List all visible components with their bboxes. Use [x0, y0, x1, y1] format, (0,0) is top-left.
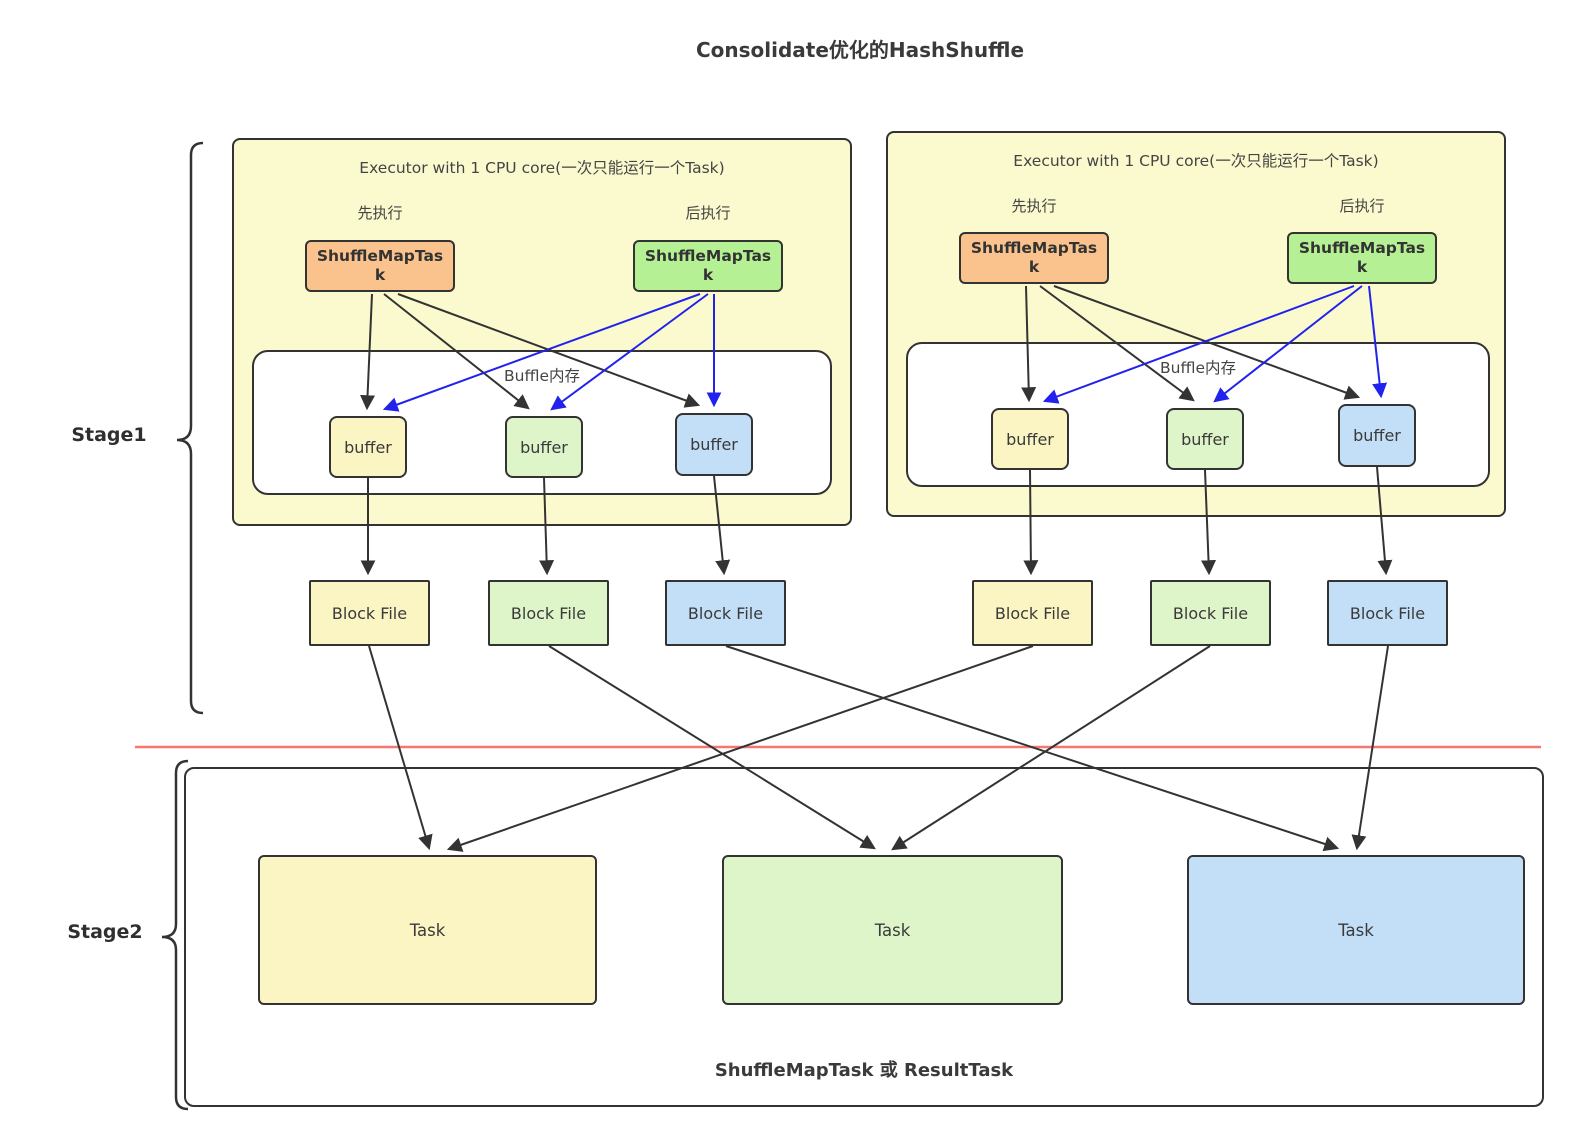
executor-2-buffer-green: buffer — [1166, 408, 1244, 470]
executor-2-first-shuffle-map-task: ShuffleMapTask — [959, 232, 1109, 284]
stage2-label: Stage2 — [67, 921, 143, 943]
stage2-footer-label: ShuffleMapTask 或 ResultTask — [714, 1060, 1014, 1081]
stage2-task-yellow: Task — [258, 855, 597, 1005]
executor-2-later-run-label: 后执行 — [1339, 197, 1385, 215]
executor-1-first-run-label: 先执行 — [357, 204, 403, 222]
block-file-yellow-1: Block File — [309, 580, 430, 646]
stage2-task-green: Task — [722, 855, 1063, 1005]
diagram-title: Consolidate优化的HashShuffle — [695, 38, 1025, 62]
executor-1-buffer-blue: buffer — [675, 413, 753, 476]
executor-1-buffer-green: buffer — [505, 416, 583, 478]
executor-1-later-shuffle-map-task: ShuffleMapTask — [633, 240, 783, 292]
block-file-yellow-2: Block File — [972, 580, 1093, 646]
executor-1-buffer-yellow: buffer — [329, 416, 407, 478]
executor-1-later-run-label: 后执行 — [685, 204, 731, 222]
block-file-blue-1: Block File — [665, 580, 786, 646]
executor-2-buffer-memory-label: Buffle内存 — [1160, 359, 1236, 377]
executor-2-buffer-blue: buffer — [1338, 404, 1416, 467]
stage1-label: Stage1 — [71, 424, 147, 446]
executor-1-title: Executor with 1 CPU core(一次只能运行一个Task) — [359, 159, 725, 177]
executor-2-later-shuffle-map-task: ShuffleMapTask — [1287, 232, 1437, 284]
stage1-bracket — [176, 141, 204, 715]
stage2-task-blue: Task — [1187, 855, 1525, 1005]
executor-1-first-shuffle-map-task: ShuffleMapTask — [305, 240, 455, 292]
executor-2-first-run-label: 先执行 — [1011, 197, 1057, 215]
executor-2-buffer-yellow: buffer — [991, 408, 1069, 470]
block-file-green-2: Block File — [1150, 580, 1271, 646]
executor-1-buffer-memory-label: Buffle内存 — [504, 367, 580, 385]
executor-2-title: Executor with 1 CPU core(一次只能运行一个Task) — [1013, 152, 1379, 170]
block-file-green-1: Block File — [488, 580, 609, 646]
block-file-blue-2: Block File — [1327, 580, 1448, 646]
